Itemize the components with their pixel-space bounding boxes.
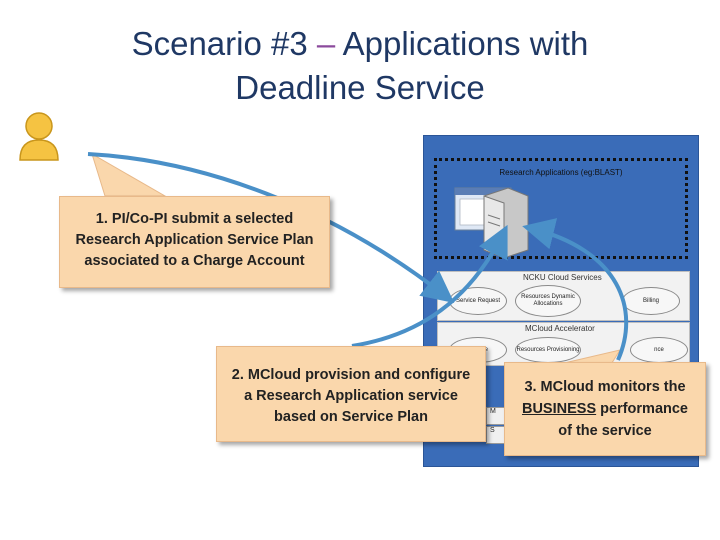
dynamic-allocations-oval: Resources Dynamic Allocations bbox=[515, 285, 581, 317]
callout-3-line-2: BUSINESS performance bbox=[505, 398, 705, 420]
callout-3-line-2-rest: performance bbox=[596, 401, 688, 417]
title-line-2: Deadline Service bbox=[235, 69, 485, 106]
callout-1-tail bbox=[91, 152, 167, 197]
callout-2-line-2: a Research Application service bbox=[244, 388, 458, 404]
service-request-oval: Service Request bbox=[449, 287, 507, 315]
slide-title: Scenario #3 – Applications with Deadline… bbox=[60, 22, 660, 110]
callout-1-line-2: Research Application Service Plan bbox=[75, 232, 314, 248]
title-line-1: Scenario #3 – Applications with bbox=[60, 22, 660, 66]
cloud-services-title: NCKU Cloud Services bbox=[523, 273, 602, 282]
accelerator-right-oval: nce bbox=[630, 337, 688, 363]
title-text-b: Applications with bbox=[335, 25, 589, 62]
business-emphasis: BUSINESS bbox=[521, 401, 597, 417]
callout-1-line-3: associated to a Charge Account bbox=[84, 253, 305, 269]
title-dash: – bbox=[316, 25, 336, 62]
callout-3-line-1: 3. MCloud monitors the bbox=[524, 379, 686, 395]
callout-1-line-1: 1. PI/Co-PI submit a selected bbox=[95, 211, 294, 227]
callout-2-line-3: based on Service Plan bbox=[274, 409, 428, 425]
title-text-a: Scenario #3 bbox=[131, 25, 317, 62]
user-icon bbox=[19, 112, 59, 161]
callout-monitor: 3. MCloud monitors the BUSINESS performa… bbox=[504, 362, 706, 456]
billing-oval: Billing bbox=[622, 287, 680, 315]
research-applications-label: Research Applications (eg:BLAST) bbox=[499, 168, 623, 177]
callout-3-line-3: of the service bbox=[558, 423, 652, 439]
callout-submit-plan: 1. PI/Co-PI submit a selected Research A… bbox=[59, 196, 330, 288]
callout-provision: 2. MCloud provision and configure a Rese… bbox=[216, 346, 486, 442]
resources-provisioning-oval: Resources Provisioning bbox=[515, 337, 581, 363]
callout-2-line-1: 2. MCloud provision and configure bbox=[231, 367, 471, 383]
accelerator-title: MCloud Accelerator bbox=[525, 324, 595, 333]
